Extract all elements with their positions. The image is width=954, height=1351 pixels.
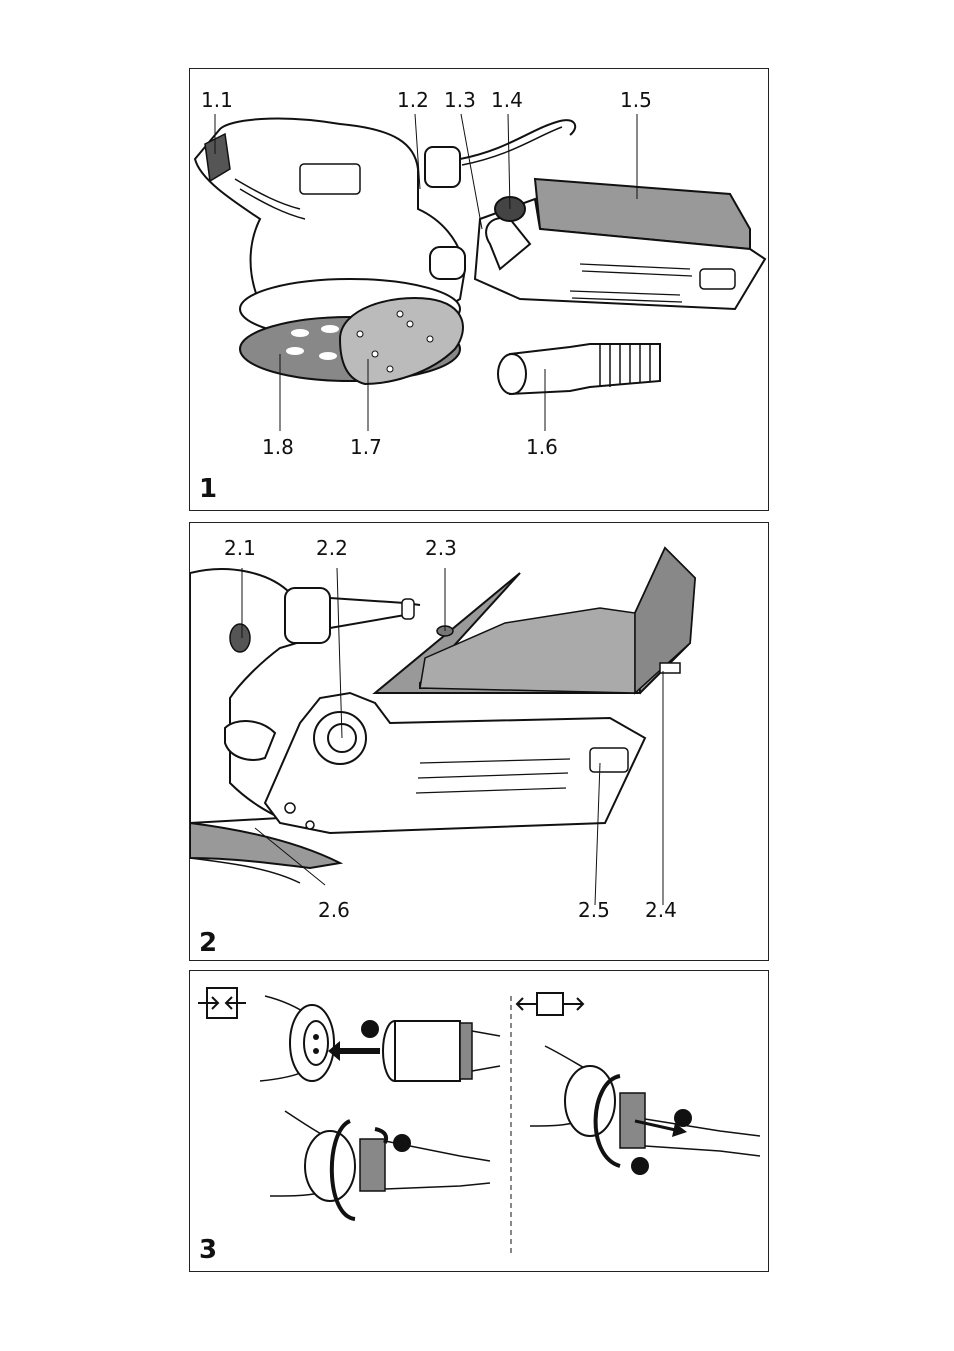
figure-2-drawing [190,546,697,906]
disconnect-symbol-icon [515,992,585,1016]
sander-body [193,117,467,318]
label-1-6: 1.6 [526,435,558,459]
connect-symbol-icon [198,987,246,1019]
label-1-4: 1.4 [491,88,523,112]
label-1-8: 1.8 [262,435,294,459]
label-2-4: 2.4 [645,898,677,922]
figure-1-drawing [193,113,767,431]
label-1-3: 1.3 [444,88,476,112]
figure-3-drawing [198,987,761,1253]
release-step-2-marker [674,1109,692,1127]
label-1-7: 1.7 [350,435,382,459]
adapter [509,343,661,396]
label-2-3: 2.3 [425,536,457,560]
figure-number-1: 1 [199,474,218,504]
release-step-1-marker [631,1157,649,1175]
figure-3-panel: 3 [189,970,769,1272]
figure-number-3: 3 [199,1235,218,1265]
label-2-5: 2.5 [578,898,610,922]
label-2-2: 2.2 [316,536,348,560]
label-2-1: 2.1 [224,536,256,560]
label-2-6: 2.6 [318,898,350,922]
step-1-marker [361,1020,379,1038]
label-1-1: 1.1 [201,88,233,112]
figure-2-panel: 2.1 2.2 2.3 2.4 2.5 2.6 2 [189,522,769,961]
label-1-2: 1.2 [397,88,429,112]
label-1-5: 1.5 [620,88,652,112]
abrasive-sheet [338,297,464,386]
figure-number-2: 2 [199,928,218,958]
step-2-marker [393,1134,411,1152]
figure-1-panel: 1.1 1.2 1.3 1.4 1.5 1.6 1.7 1.8 1 [189,68,769,511]
